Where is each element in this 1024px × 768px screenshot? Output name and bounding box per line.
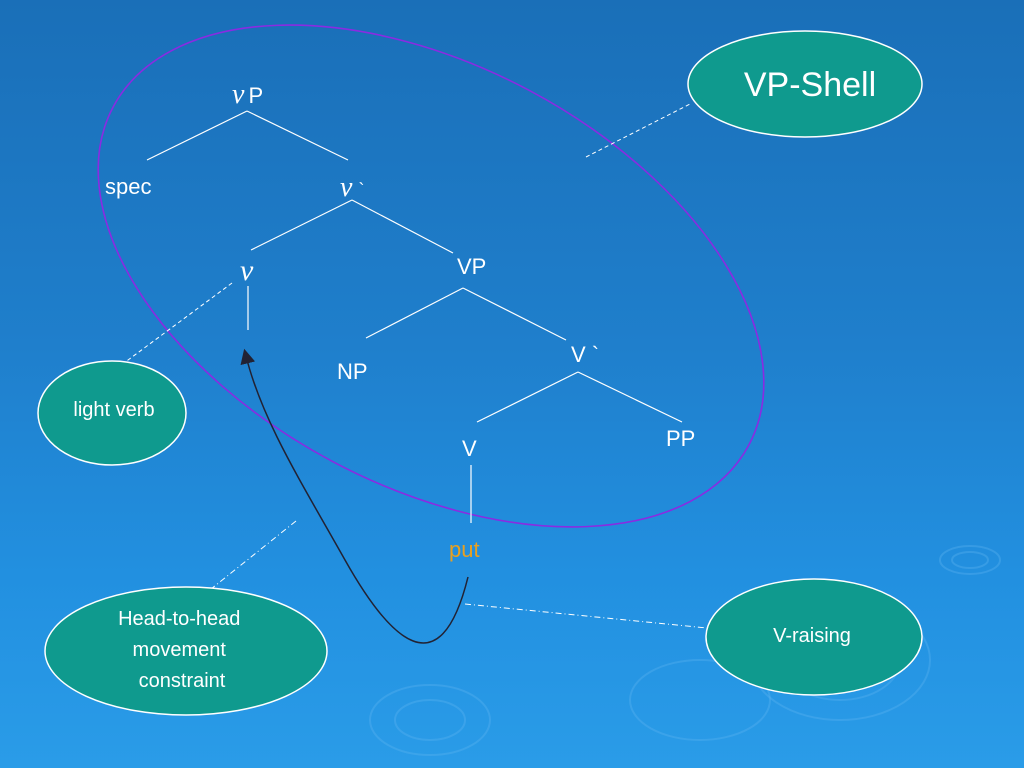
callout-vp-shell: VP-Shell — [687, 30, 923, 138]
movement-arrow — [240, 348, 469, 644]
branch-VP-NP — [365, 287, 464, 339]
node-V: V — [462, 436, 477, 461]
connector-v-raising — [464, 603, 708, 629]
callout-v-raising: V-raising — [705, 578, 923, 696]
node-PP: PP — [666, 426, 695, 451]
node-vbar: v` — [340, 172, 364, 203]
node-spec: spec — [105, 174, 151, 199]
connector-vp-shell — [585, 103, 691, 158]
svg-text:V-raising: V-raising — [773, 625, 851, 647]
branch-vP-vbar — [246, 110, 349, 161]
connector-head-to-head — [210, 520, 297, 590]
svg-text:VP-Shell: VP-Shell — [744, 66, 876, 104]
svg-text:light verb: light verb — [73, 399, 154, 421]
connector-light-verb — [123, 282, 233, 364]
branch-vbar-VP — [351, 199, 454, 254]
node-VP: VP — [457, 254, 486, 279]
branch-vbar-v — [250, 199, 353, 251]
node-v: v — [240, 254, 254, 287]
branch-Vbar-PP — [577, 371, 683, 423]
callout-head-to-head: Head-to-head movement constraint — [44, 586, 328, 716]
branch-Vbar-V — [476, 371, 579, 423]
svg-text:Head-to-head movement: Head-to-head movement constraint — [118, 608, 246, 692]
node-Vbar: V ` — [571, 342, 599, 367]
node-NP: NP — [337, 359, 368, 384]
callout-light-verb: light verb — [37, 360, 187, 466]
branch-vP-spec — [146, 110, 248, 161]
callout-connectors — [123, 103, 708, 629]
node-put: put — [449, 537, 480, 562]
tree-branches — [146, 110, 683, 523]
branch-VP-Vbar — [462, 287, 567, 341]
vp-shell-ellipse — [97, 24, 765, 528]
